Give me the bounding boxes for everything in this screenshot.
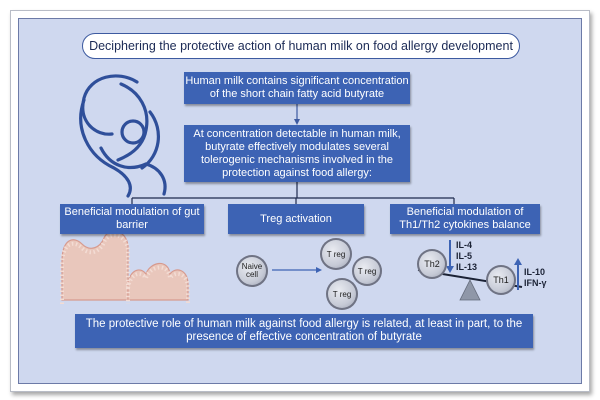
diagram-title: Deciphering the protective action of hum… bbox=[82, 33, 520, 59]
treg-cell-top: T reg bbox=[320, 238, 352, 270]
th2-cell: Th2 bbox=[417, 249, 447, 279]
cytokine-il10: IL-10 bbox=[524, 267, 546, 277]
mother-child-icon bbox=[79, 74, 167, 198]
treg-cell-bottom: T reg bbox=[326, 278, 358, 310]
branch-connector bbox=[131, 182, 455, 204]
th1-cell: Th1 bbox=[486, 265, 516, 295]
cytokine-ifng: IFN-γ bbox=[524, 278, 547, 288]
cytokine-il13: IL-13 bbox=[456, 262, 478, 272]
cytokine-up-arrow-head bbox=[514, 258, 522, 265]
treg-cell-right: T reg bbox=[352, 256, 382, 286]
butyrate-mechanisms-box: At concentration detectable in human mil… bbox=[184, 125, 410, 182]
conclusion-box: The protective role of human milk agains… bbox=[75, 314, 533, 348]
cytokine-down-arrow-head bbox=[446, 266, 454, 273]
naive-cell: Naive cell bbox=[236, 255, 268, 287]
th1-th2-balance-box: Beneficial modulation of Th1/Th2 cytokin… bbox=[390, 204, 540, 234]
cytokine-il5: IL-5 bbox=[456, 251, 473, 261]
gut-villi-illustration bbox=[60, 230, 190, 304]
flow-arrow-1-head bbox=[294, 119, 300, 125]
cytokine-il4: IL-4 bbox=[456, 240, 473, 250]
milk-butyrate-box: Human milk contains significant concentr… bbox=[184, 72, 410, 104]
treg-activation-box: Treg activation bbox=[228, 204, 364, 234]
gut-barrier-box: Beneficial modulation of gut barrier bbox=[60, 204, 204, 234]
treg-activation-arrow-head bbox=[316, 267, 322, 273]
cytokines-up-list: IL-10 IFN-γ bbox=[524, 267, 547, 289]
cytokines-down-list: IL-4 IL-5 IL-13 bbox=[456, 240, 477, 273]
